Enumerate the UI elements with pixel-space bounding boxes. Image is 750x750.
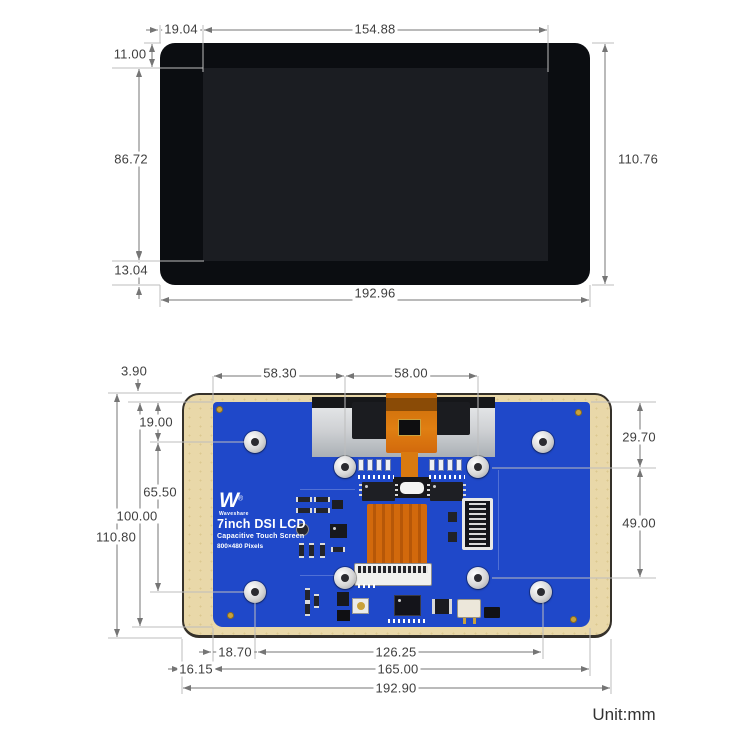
dim-panel-width: 192.96 bbox=[352, 285, 398, 301]
mounting-pad bbox=[575, 409, 582, 416]
screw-hole bbox=[532, 431, 554, 453]
connector-pin bbox=[473, 618, 476, 624]
screw-hole bbox=[244, 431, 266, 453]
pcb-title: 7inch DSI LCD bbox=[217, 517, 306, 531]
smd-component bbox=[337, 610, 350, 621]
dim-bezel-left-width: 19.04 bbox=[162, 21, 200, 37]
dim-board-width: 192.90 bbox=[373, 680, 419, 696]
jumper-header bbox=[484, 607, 500, 618]
smd-component bbox=[296, 508, 312, 513]
dim-hole-left-inset: 18.70 bbox=[216, 644, 254, 660]
dim-pcb-height: 100.00 bbox=[114, 508, 160, 524]
dim-pcb-left-inset: 16.15 bbox=[177, 661, 215, 677]
silkscreen-marks bbox=[358, 475, 394, 479]
logo-w-glyph: W bbox=[219, 489, 239, 512]
dim-hole-top-offset: 19.00 bbox=[137, 414, 175, 430]
smd-component bbox=[448, 512, 457, 522]
pcb-trace bbox=[300, 489, 355, 490]
dim-pcb-top-offset: 3.90 bbox=[118, 363, 150, 379]
connector-pin bbox=[463, 618, 466, 624]
smd-component bbox=[320, 543, 325, 558]
smd-component bbox=[314, 508, 330, 513]
flex-label-band bbox=[386, 398, 437, 411]
jst-connector bbox=[457, 599, 481, 618]
mounting-pad bbox=[570, 616, 577, 623]
dim-pcb-width: 165.00 bbox=[375, 661, 421, 677]
brand-name: Waveshare bbox=[219, 511, 249, 517]
screw-hole bbox=[467, 456, 489, 478]
screw-hole bbox=[334, 567, 356, 589]
dsi-pins bbox=[469, 503, 486, 545]
ffc-connector bbox=[354, 563, 432, 586]
ic-chip bbox=[330, 524, 347, 538]
pin-header-right bbox=[429, 459, 462, 471]
dim-bezel-bottom-height: 13.04 bbox=[112, 262, 150, 278]
screw-hole bbox=[467, 567, 489, 589]
transistor bbox=[332, 500, 343, 509]
touch-flex-tail bbox=[401, 452, 418, 480]
smd-component bbox=[305, 588, 310, 602]
pcb-trace bbox=[300, 575, 340, 576]
dim-panel-height: 110.76 bbox=[616, 151, 660, 167]
dim-hole-vertical-span: 65.50 bbox=[141, 484, 179, 500]
smd-component bbox=[299, 543, 304, 558]
pin-header-left bbox=[358, 459, 391, 471]
dim-right-top-span: 29.70 bbox=[620, 429, 658, 445]
power-ic bbox=[394, 595, 421, 616]
screw-hole bbox=[244, 581, 266, 603]
silkscreen-marks bbox=[388, 619, 428, 623]
smd-component bbox=[305, 602, 310, 616]
dim-screen-width: 154.88 bbox=[352, 21, 398, 37]
registered-mark: ® bbox=[237, 495, 243, 503]
dim-screen-height: 86.72 bbox=[112, 151, 150, 167]
smd-component bbox=[331, 547, 345, 552]
screw-hole bbox=[334, 456, 356, 478]
smd-component bbox=[448, 532, 457, 542]
smd-component bbox=[314, 497, 330, 502]
lcd-front-panel bbox=[160, 43, 590, 285]
touch-fpc-connector bbox=[393, 477, 431, 498]
eeprom-chip bbox=[359, 482, 398, 501]
smd-component bbox=[314, 594, 319, 608]
dim-right-mid-span: 49.00 bbox=[620, 515, 658, 531]
pcb-subtitle: Capacitive Touch Screen bbox=[217, 533, 305, 540]
mounting-pad bbox=[227, 612, 234, 619]
pcb-trace bbox=[498, 470, 499, 570]
silkscreen-marks bbox=[429, 475, 465, 479]
regulator-chip bbox=[432, 599, 452, 614]
dsi-connector bbox=[462, 498, 493, 550]
touch-flex-cable bbox=[386, 393, 437, 453]
silkscreen-marks bbox=[358, 584, 376, 588]
touch-controller-chip bbox=[398, 419, 421, 436]
dim-hole-left-span: 58.30 bbox=[261, 365, 299, 381]
dim-hole-horizontal-span: 126.25 bbox=[373, 644, 419, 660]
touch-fpc-latch bbox=[400, 482, 424, 494]
mounting-pad bbox=[216, 406, 223, 413]
dim-bezel-top-height: 11.00 bbox=[111, 46, 149, 62]
screw-hole bbox=[530, 581, 552, 603]
dim-board-height: 110.80 bbox=[94, 529, 138, 545]
lcd-connector-left bbox=[352, 402, 388, 439]
smd-component bbox=[296, 497, 312, 502]
unit-label: Unit:mm bbox=[592, 705, 656, 724]
pcb-resolution: 800×480 Pixels bbox=[217, 543, 264, 550]
ffc-pins bbox=[358, 566, 428, 573]
dim-hole-mid-span: 58.00 bbox=[392, 365, 430, 381]
backlight-led bbox=[352, 598, 369, 614]
display-ribbon-cable bbox=[367, 504, 427, 566]
waveshare-logo: W® Waveshare bbox=[219, 489, 249, 517]
lcd-connector-right bbox=[436, 402, 470, 435]
lcd-screen-area bbox=[203, 68, 548, 261]
eeprom-chip bbox=[427, 482, 466, 501]
capacitor bbox=[296, 523, 309, 536]
smd-component bbox=[309, 543, 314, 558]
transistor bbox=[337, 592, 349, 606]
